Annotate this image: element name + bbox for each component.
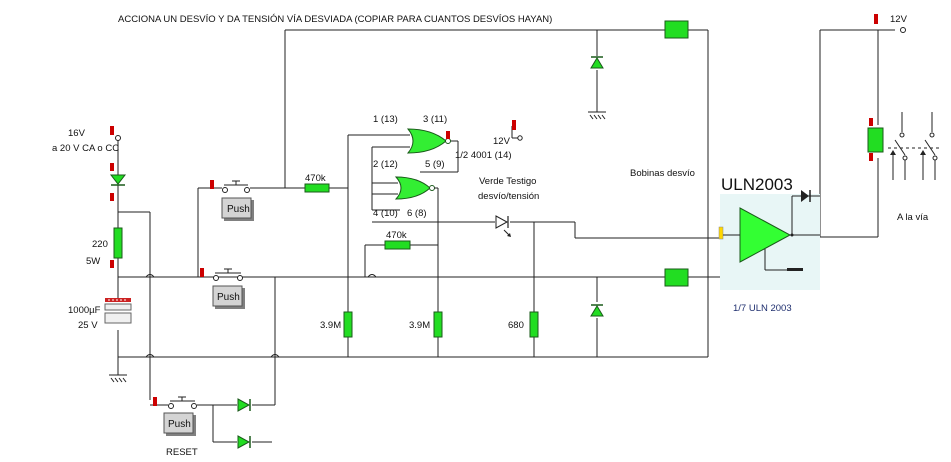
indicator-led: Verde Testigo desvío/tensión (478, 176, 539, 237)
push-button-2-label: Push (217, 292, 240, 303)
resistor-680 (529, 311, 539, 338)
resistor-3-9m-a-label: 3.9M (320, 320, 341, 331)
crossover-marks (145, 274, 377, 358)
relay-coil (867, 127, 884, 153)
push-button-1[interactable]: Push (210, 180, 254, 221)
resistor-470k-top (304, 183, 330, 193)
resistor-680-label: 680 (508, 320, 524, 331)
capacitor-value: 1000µF (68, 305, 101, 316)
resistor-3-9m-b-label: 3.9M (409, 320, 430, 331)
coil-bottom (664, 268, 689, 287)
capacitor-voltage: 25 V (78, 320, 98, 331)
gate-vcc-label: 12V (493, 136, 511, 147)
nor-gate-2 (394, 176, 431, 200)
reset-label: RESET (166, 447, 198, 458)
gate-pin-2-12: 2 (12) (373, 159, 398, 170)
resistor-3-9m-a (343, 311, 353, 338)
nor-gates: 1 (13) 3 (11) 2 (12) 5 (9) 4 (10) 6 (8) … (373, 114, 523, 219)
uln-name: ULN2003 (721, 175, 793, 194)
reset-diode-1 (237, 398, 251, 412)
diagram-title: ACCIONA UN DESVÍO Y DA TENSIÓN VÍA DESVI… (118, 14, 552, 25)
uln2003-driver: ULN2003 1/7 ULN 2003 (718, 175, 820, 314)
wires (109, 29, 936, 443)
gate-pin-4-10: 4 (10) (373, 208, 398, 219)
track-label: A la vía (897, 212, 929, 223)
led-label-line1: Verde Testigo (479, 176, 536, 187)
resistors: 470k 470k 3.9M 3.9M 680 (304, 173, 539, 338)
nor-gate-1 (406, 128, 447, 154)
gate-pin-1-13: 1 (13) (373, 114, 398, 125)
input-diode (109, 174, 127, 185)
reset-button[interactable]: Push RESET (153, 396, 198, 458)
gate-pin-5-9: 5 (9) (425, 159, 445, 170)
resistor-220-label: 220 (92, 239, 108, 250)
push-button-1-label: Push (227, 204, 250, 215)
input-voltage-label: 16V (68, 128, 86, 139)
led-label-line2: desvío/tensión (478, 191, 539, 202)
resistor-220 (113, 227, 123, 259)
push-button-2[interactable]: Push (200, 268, 245, 309)
coils-label: Bobinas desvío (630, 168, 695, 179)
flyback-diode-bottom (590, 305, 604, 317)
relay-supply-label: 12V (890, 14, 908, 25)
gate-pin-3-11: 3 (11) (423, 114, 447, 125)
resistor-3-9m-b (433, 311, 443, 338)
relay: 12V A la vía (867, 14, 940, 223)
resistor-470k-mid (384, 240, 411, 250)
reset-diode-2 (237, 435, 251, 449)
resistor-220-power: 5W (86, 256, 100, 267)
uln-fraction-label: 1/7 ULN 2003 (733, 303, 792, 314)
coil-top (664, 20, 689, 39)
input-type-label: a 20 V CA o CC (52, 143, 119, 154)
reset-diodes (237, 398, 251, 449)
gate-pin-6-8: 6 (8) (407, 208, 427, 219)
reset-button-label: Push (168, 419, 191, 430)
power-input: 16V a 20 V CA o CC 220 5W 1000µF 25 V (52, 126, 132, 331)
flyback-diode-top (590, 57, 604, 69)
gate-chip-label: 1/2 4001 (14) (455, 150, 512, 161)
resistor-470k-mid-label: 470k (386, 230, 407, 241)
turnout-coils: Bobinas desvío (590, 20, 695, 317)
resistor-470k-top-label: 470k (305, 173, 326, 184)
